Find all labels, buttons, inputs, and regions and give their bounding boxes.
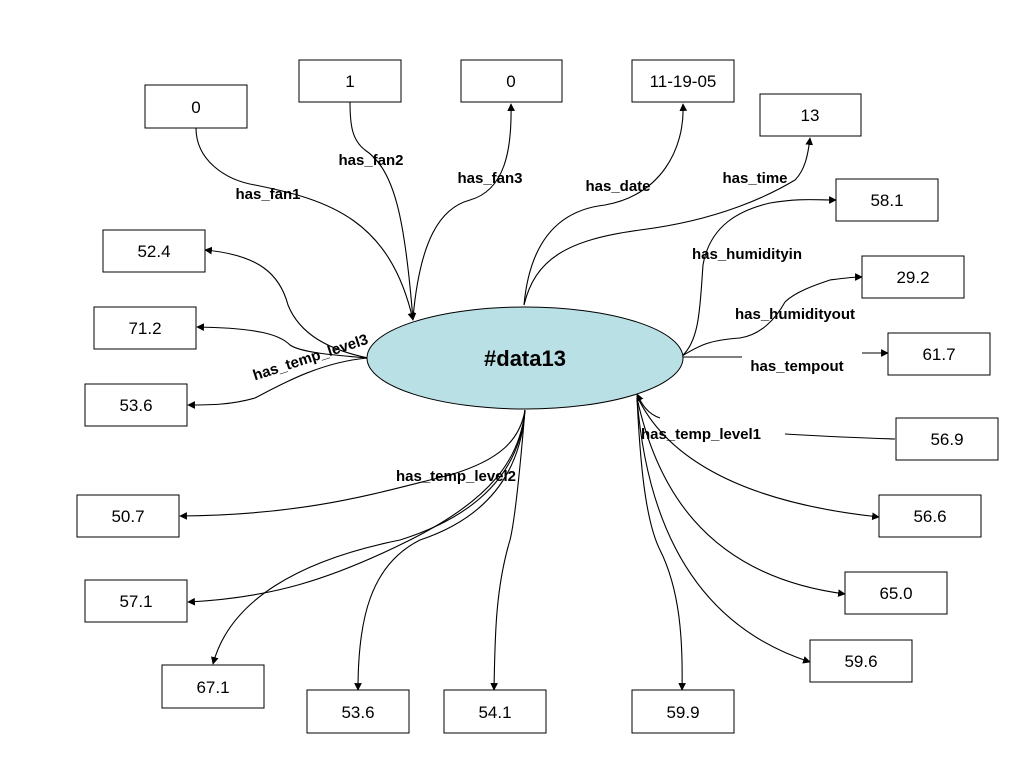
node-tempout[interactable]: 61.7 xyxy=(887,332,991,376)
node-level1-b-value: 56.6 xyxy=(913,507,946,526)
edge-has-temp-level3-a xyxy=(204,246,369,359)
label-has-date: has_date xyxy=(585,178,650,195)
label-has-temp-level3: has_temp_level3 xyxy=(251,331,370,384)
node-level1-d-value: 59.6 xyxy=(844,652,877,671)
edge-has-temp-level3-b xyxy=(196,323,369,359)
edge-has-tempout xyxy=(682,353,888,357)
node-level1-a[interactable]: 56.9 xyxy=(895,417,999,461)
edge-has-temp-level2-a xyxy=(179,409,526,520)
node-level2-d-value: 53.6 xyxy=(341,703,374,722)
edge-has-temp-level1-c xyxy=(636,397,846,597)
edge-has-temp-level2-c xyxy=(211,409,526,665)
label-has-fan2: has_fan2 xyxy=(338,152,403,169)
node-fan3[interactable]: 0 xyxy=(460,59,563,103)
label-has-humidityin: has_humidityin xyxy=(692,246,802,263)
edge-has-temp-level1-e xyxy=(636,397,686,691)
center-node[interactable]: #data13 xyxy=(366,306,684,410)
node-level1-e[interactable]: 59.9 xyxy=(631,689,735,734)
node-level2-e-value: 54.1 xyxy=(478,703,511,722)
node-time[interactable]: 13 xyxy=(759,93,862,137)
edge-has-date xyxy=(523,103,688,306)
edge-has-temp-level1 xyxy=(637,394,896,440)
node-fan2-value: 1 xyxy=(345,72,354,91)
node-tempout-value: 61.7 xyxy=(922,345,955,364)
node-humidityin[interactable]: 58.1 xyxy=(835,178,939,222)
node-level1-d[interactable]: 59.6 xyxy=(809,639,913,683)
label-has-temp-level2: has_temp_level2 xyxy=(396,468,516,485)
node-humidityout-value: 29.2 xyxy=(896,268,929,287)
node-level2-c-value: 67.1 xyxy=(196,678,229,697)
edge-has-fan2 xyxy=(349,101,417,321)
node-level2-b-value: 57.1 xyxy=(119,592,152,611)
node-level2-c[interactable]: 67.1 xyxy=(161,664,265,709)
edge-has-humidityin xyxy=(681,196,837,357)
edge-has-time xyxy=(523,137,814,306)
node-humidityout[interactable]: 29.2 xyxy=(861,255,965,299)
node-level1-a-value: 56.9 xyxy=(930,430,963,449)
node-level3-b-value: 71.2 xyxy=(128,319,161,338)
node-level3-a-value: 52.4 xyxy=(137,242,170,261)
edge-has-humidityout-stem xyxy=(739,301,786,339)
node-level3-a[interactable]: 52.4 xyxy=(102,229,206,273)
edge-has-humidityout xyxy=(681,277,862,357)
node-level2-e[interactable]: 54.1 xyxy=(443,689,547,734)
node-fan3-value: 0 xyxy=(506,72,515,91)
node-level1-c[interactable]: 65.0 xyxy=(844,571,948,615)
edge-has-temp-level2-b xyxy=(187,409,526,606)
node-time-value: 13 xyxy=(801,106,820,125)
label-has-humidityout: has_humidityout xyxy=(735,306,855,323)
edge-has-temp-level1-b xyxy=(636,395,880,521)
node-level3-c[interactable]: 53.6 xyxy=(84,383,188,427)
node-fan1-value: 0 xyxy=(191,98,200,117)
node-level2-a[interactable]: 50.7 xyxy=(76,494,180,538)
node-level1-b[interactable]: 56.6 xyxy=(878,494,982,538)
center-label: #data13 xyxy=(484,346,566,371)
edges xyxy=(179,101,896,691)
node-date[interactable]: 11-19-05 xyxy=(631,59,735,103)
node-level1-e-value: 59.9 xyxy=(666,703,699,722)
value-nodes: 0 1 0 11-19-05 13 58.1 29.2 61.7 52.4 71… xyxy=(76,59,999,734)
edge-has-temp-level2-e xyxy=(490,409,526,691)
edge-has-temp-level2-d xyxy=(354,409,526,691)
center-ellipse xyxy=(366,306,684,410)
node-level2-a-value: 50.7 xyxy=(111,507,144,526)
edge-has-fan1 xyxy=(195,127,416,321)
label-has-temp-level1: has_temp_level1 xyxy=(641,426,761,443)
edge-has-temp-level3-c xyxy=(187,357,369,409)
node-fan1[interactable]: 0 xyxy=(144,84,248,129)
edge-has-temp-level1-d xyxy=(636,397,811,664)
node-date-value: 11-19-05 xyxy=(650,72,717,91)
node-humidityin-value: 58.1 xyxy=(870,191,903,210)
label-has-tempout: has_tempout xyxy=(750,358,843,375)
label-has-fan1: has_fan1 xyxy=(235,186,300,203)
node-level2-d[interactable]: 53.6 xyxy=(306,689,410,734)
node-level2-b[interactable]: 57.1 xyxy=(84,579,188,623)
node-level1-c-value: 65.0 xyxy=(879,584,912,603)
node-fan2[interactable]: 1 xyxy=(298,59,402,103)
node-level3-c-value: 53.6 xyxy=(119,396,152,415)
edge-has-fan3 xyxy=(412,103,515,319)
node-level3-b[interactable]: 71.2 xyxy=(93,306,197,350)
label-has-fan3: has_fan3 xyxy=(457,170,522,187)
label-has-time: has_time xyxy=(722,170,787,187)
